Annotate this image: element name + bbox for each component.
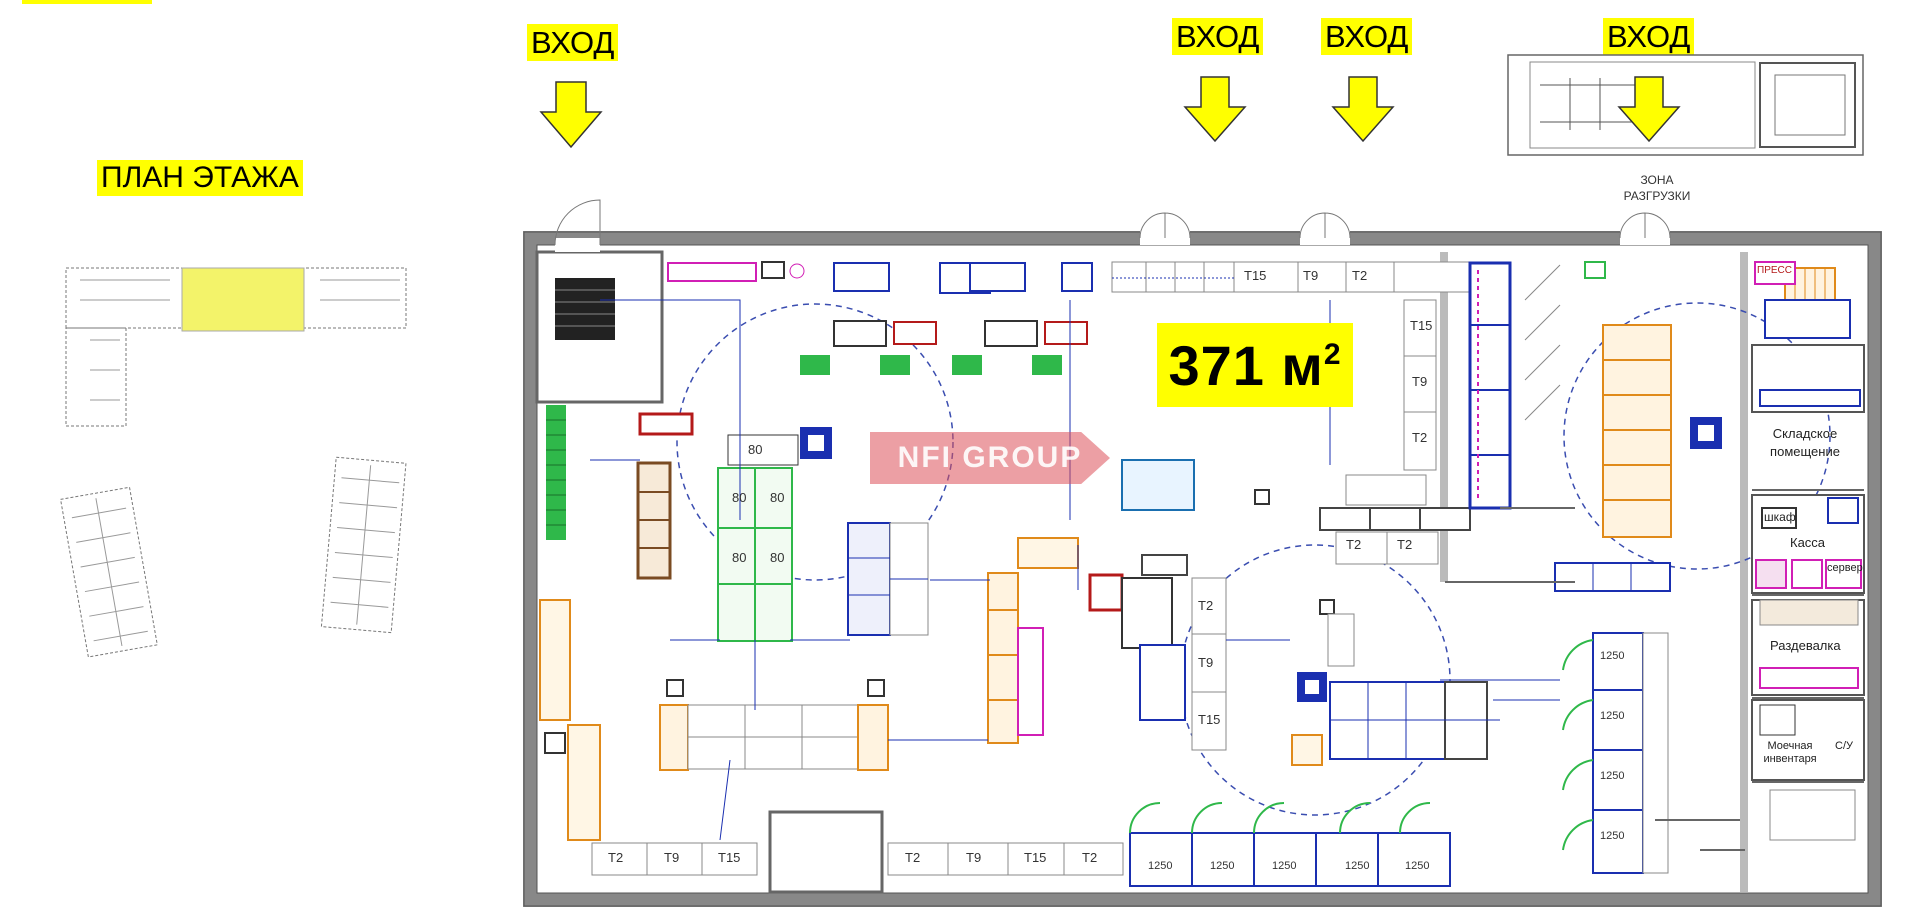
back-office-rooms <box>1584 261 1865 841</box>
entry-arrow-4-icon <box>1617 76 1681 143</box>
shelf-label-left-island-3: 80 <box>770 550 785 565</box>
shelf-label-bottom-row-6: Т2 <box>1082 850 1098 865</box>
shelf-label-bottom-row-2: Т15 <box>718 850 741 865</box>
entry-label-3: ВХОД <box>1321 18 1413 55</box>
unloading-zone-label: ЗОНА РАЗГРУЗКИ <box>1610 173 1704 204</box>
room-cabinet-label: шкаф <box>1764 510 1796 524</box>
entry-label-2: ВХОД <box>1172 18 1264 55</box>
rack-warehouse-right <box>1562 632 1669 874</box>
door-arcs <box>554 199 1671 246</box>
basket-stands <box>800 355 1062 375</box>
shelf-label-left-island-1: 80 <box>770 490 785 505</box>
rack-bottom-row <box>1129 802 1451 887</box>
rack-center-right <box>1291 681 1488 766</box>
shelf-label-center-area-0: Т2 <box>1346 537 1362 552</box>
ventilation-grate <box>555 278 615 340</box>
shelf-green-island <box>717 434 799 642</box>
room-server-label: сервер <box>1827 562 1863 574</box>
area-number: 371 м <box>1168 333 1324 397</box>
shelf-label-right-column-2: Т2 <box>1412 430 1428 445</box>
shelf-label-racks-right-1: 1250 <box>1600 710 1625 722</box>
area-superscript: 2 <box>1323 338 1342 371</box>
shelf-label-right-column-1: Т9 <box>1412 374 1428 389</box>
shelf-label-mid-col-0: Т2 <box>1198 598 1214 613</box>
shelf-label-racks-2: 1250 <box>1272 860 1297 872</box>
pallet-truck-icons <box>800 417 1722 702</box>
interior-partitions <box>1445 489 1864 851</box>
shelf-label-bottom-row-0: Т2 <box>608 850 624 865</box>
rack-center-blue <box>847 522 929 636</box>
room-press-label: ПРЕСС <box>1757 265 1792 276</box>
room-wardrobe-label: Раздевалка <box>1770 638 1841 653</box>
shelf-top-row <box>1111 261 1483 293</box>
shelf-label-racks-4: 1250 <box>1405 860 1430 872</box>
shelf-orange-left <box>539 599 601 841</box>
shelf-label-top-row-0: Т15 <box>1244 268 1267 283</box>
shelf-mid-column <box>1121 459 1355 751</box>
room-washroom-line2: инвентаря <box>1763 753 1817 766</box>
shelf-label-right-column-0: Т15 <box>1410 318 1433 333</box>
room-storage-line1: Складское <box>1772 426 1838 441</box>
truck-icon <box>1507 54 1864 156</box>
shelf-label-racks-right-3: 1250 <box>1600 830 1625 842</box>
shelf-label-racks-3: 1250 <box>1345 860 1370 872</box>
shelf-brown-rack <box>636 412 694 580</box>
entry-arrow-2-icon <box>1183 76 1247 143</box>
shelf-label-top-row-1: Т9 <box>1303 268 1319 283</box>
room-storage-label: Складское помещение <box>1765 425 1845 461</box>
shelf-label-bottom-row-4: Т9 <box>966 850 982 865</box>
shelf-label-racks-0: 1250 <box>1148 860 1173 872</box>
shelf-bottom-row <box>591 842 1124 876</box>
shelf-label-mid-col-2: Т15 <box>1198 712 1221 727</box>
checkout-counters <box>667 261 1093 347</box>
shelf-right-column <box>1319 299 1471 565</box>
shelf-label-mid-col-1: Т9 <box>1198 655 1214 670</box>
rack-center-orange <box>987 537 1079 744</box>
pallets-orange <box>1602 267 1836 538</box>
bench-row <box>1554 562 1671 592</box>
shelf-label-bottom-row-3: Т2 <box>905 850 921 865</box>
shelf-label-racks-right-0: 1250 <box>1600 650 1625 662</box>
room-wc-label: С/У <box>1835 740 1853 752</box>
room-storage-line2: помещение <box>1770 444 1840 460</box>
entry-label-1: ВХОД <box>527 24 619 61</box>
shelf-label-left-island-2: 80 <box>732 550 747 565</box>
room-washroom-label: Моечная инвентаря <box>1760 740 1820 766</box>
shelf-label-top-row-2: Т2 <box>1352 268 1368 283</box>
shelf-label-left-island-top-0: 80 <box>748 442 763 457</box>
shelf-label-bottom-row-1: Т9 <box>664 850 680 865</box>
unloading-zone-line1: ЗОНА <box>1640 173 1674 187</box>
shelf-label-bottom-row-5: Т15 <box>1024 850 1047 865</box>
floor-plan-title: ПЛАН ЭТАЖА <box>97 160 303 196</box>
room-washroom-line1: Моечная <box>1767 740 1813 752</box>
corner-highlight <box>22 0 152 4</box>
entry-arrow-3-icon <box>1331 76 1395 143</box>
location-map <box>59 267 407 658</box>
shelf-label-racks-1: 1250 <box>1210 860 1235 872</box>
cash-desk <box>1088 554 1188 721</box>
tables-bottom-left <box>659 679 889 771</box>
shelf-label-racks-right-2: 1250 <box>1600 770 1625 782</box>
room-cashier-label: Касса <box>1790 535 1826 550</box>
shelf-green-left <box>546 405 566 540</box>
shelf-label-center-area-1: Т2 <box>1397 537 1413 552</box>
entry-arrow-1-icon <box>539 81 603 149</box>
shelf-label-left-island-0: 80 <box>732 490 747 505</box>
rack-magenta <box>1468 261 1561 510</box>
watermark: NFI GROUP <box>870 432 1110 484</box>
unloading-zone-line2: РАЗГРУЗКИ <box>1623 188 1691 203</box>
entry-label-4: ВХОД <box>1603 18 1695 55</box>
